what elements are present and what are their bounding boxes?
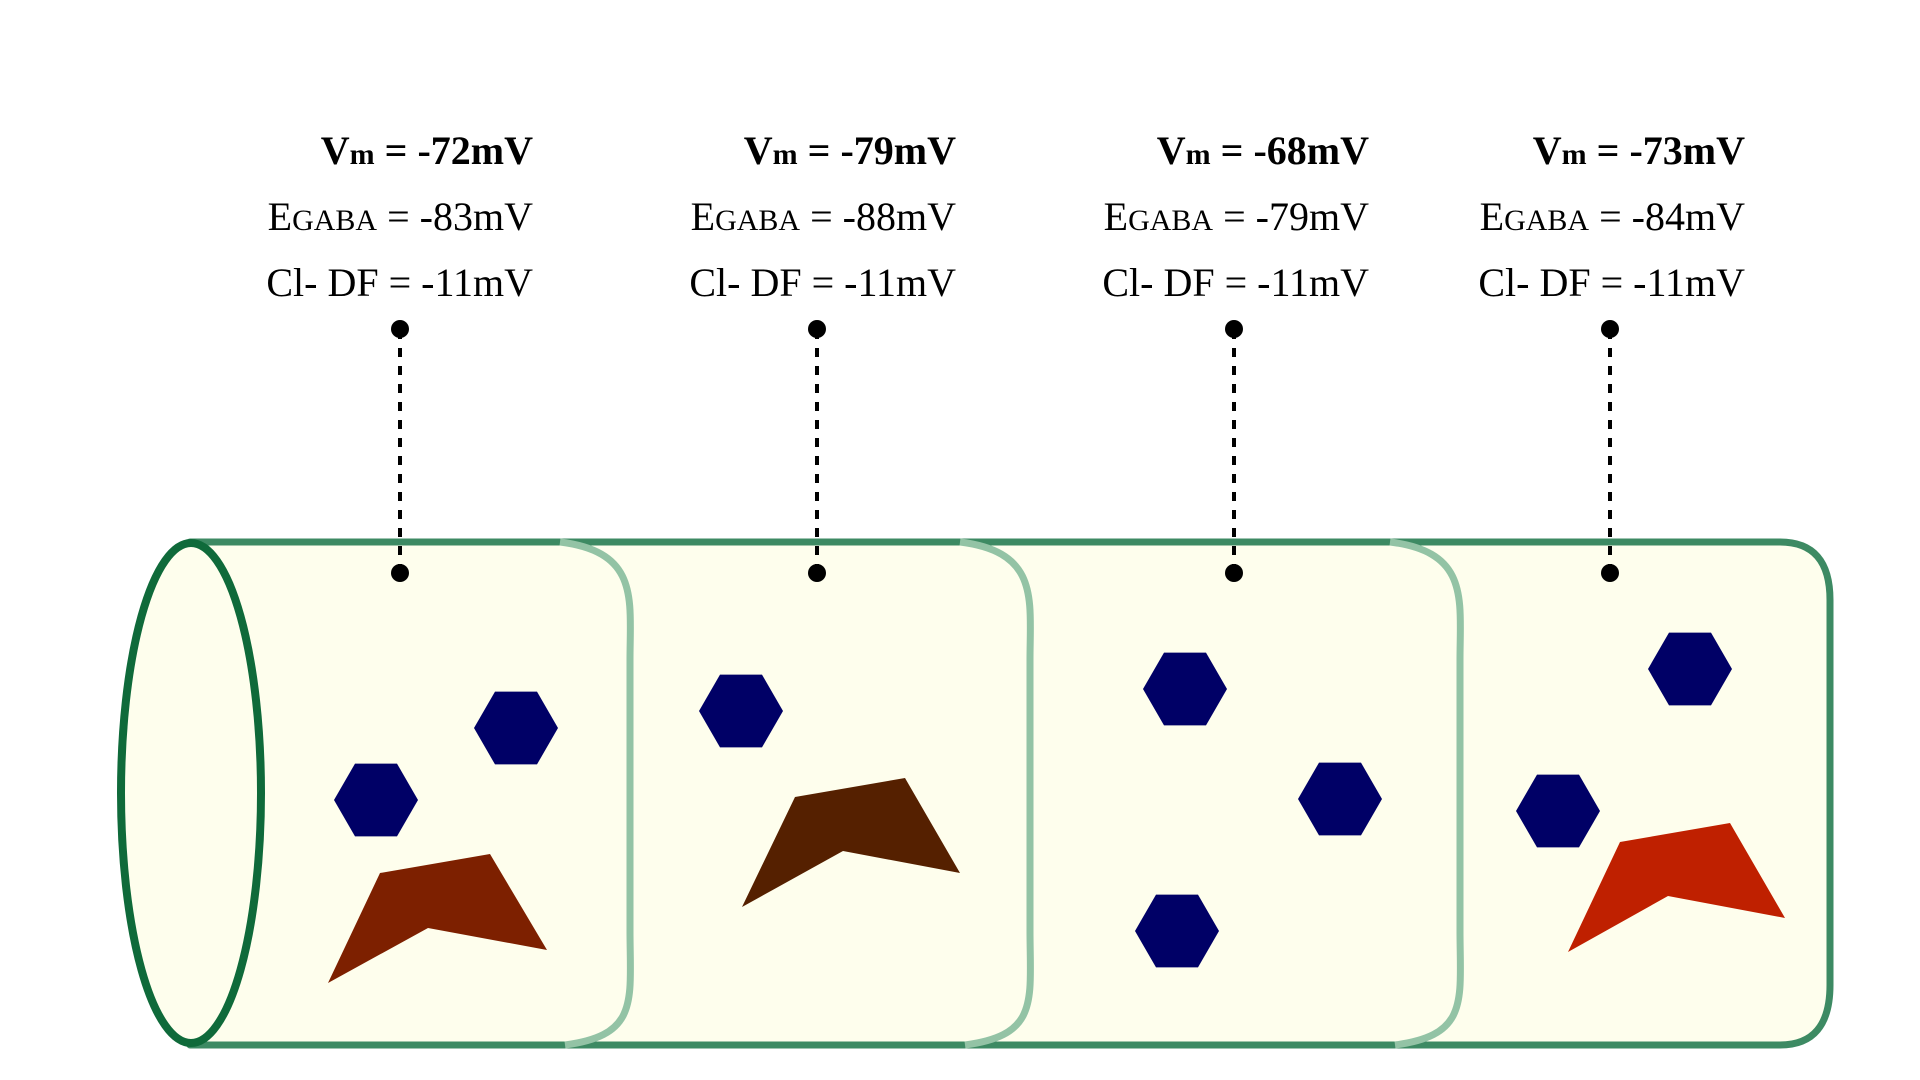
segment-2-labels: Vm = -79mV EGABA = -88mV Cl- DF = -11mV [556, 120, 956, 314]
chloride-df-label: Cl- DF = -11mV [1478, 260, 1745, 305]
recording-marker-4 [1601, 320, 1619, 582]
vm-label: Vm = -73mV [1532, 128, 1745, 173]
chloride-df-label: Cl- DF = -11mV [689, 260, 956, 305]
segment-divider-2 [959, 538, 1034, 1049]
molecule-shape-1 [328, 854, 547, 983]
chloride-ion-hexagon-6 [1135, 894, 1219, 968]
chloride-ion-hexagon-4 [1143, 652, 1227, 726]
chloride-ion-hexagon-1 [474, 691, 558, 765]
chloride-ions [334, 632, 1732, 968]
vm-label: Vm = -79mV [743, 128, 956, 173]
chloride-ion-hexagon-8 [1516, 774, 1600, 848]
vm-label: Vm = -68mV [1156, 128, 1369, 173]
segment-4-labels: Vm = -73mV EGABA = -84mV Cl- DF = -11mV [1345, 120, 1745, 314]
chloride-ion-hexagon-3 [699, 674, 783, 748]
egaba-label: EGABA = -79mV [1103, 194, 1369, 239]
segment-divider-1 [559, 538, 634, 1049]
recording-marker-3 [1225, 320, 1243, 582]
dendrite-tube-end [117, 539, 265, 1047]
recording-marker-2 [808, 320, 826, 582]
segment-3-labels: Vm = -68mV EGABA = -79mV Cl- DF = -11mV [969, 120, 1369, 314]
vm-label: Vm = -72mV [320, 128, 533, 173]
egaba-label: EGABA = -88mV [690, 194, 956, 239]
chloride-df-label: Cl- DF = -11mV [266, 260, 533, 305]
segment-divider-3 [1389, 538, 1464, 1049]
chloride-ion-hexagon-7 [1648, 632, 1732, 706]
chloride-df-label: Cl- DF = -11mV [1102, 260, 1369, 305]
molecule-shape-4 [1568, 823, 1785, 952]
egaba-label: EGABA = -83mV [267, 194, 533, 239]
chloride-ion-hexagon-2 [334, 763, 418, 837]
molecule-shape-2 [742, 778, 960, 907]
segment-1-labels: Vm = -72mV EGABA = -83mV Cl- DF = -11mV [133, 120, 533, 314]
egaba-label: EGABA = -84mV [1479, 194, 1745, 239]
dendrite-tube-body [186, 538, 1834, 1049]
chloride-ion-hexagon-5 [1298, 762, 1382, 836]
recording-marker-1 [391, 320, 409, 582]
